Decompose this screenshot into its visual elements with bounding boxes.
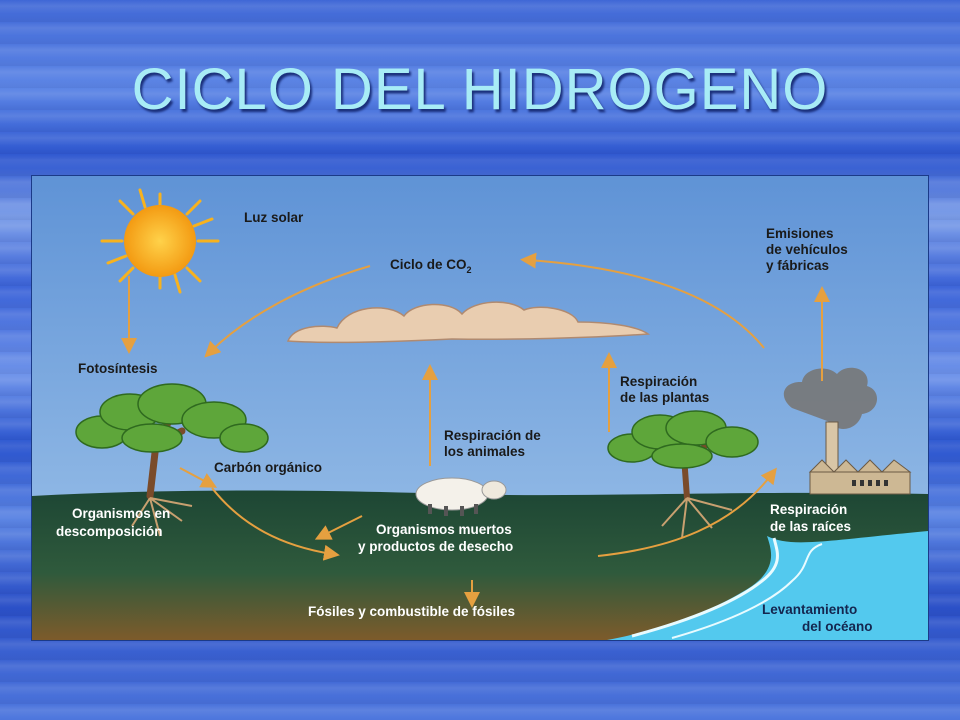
- factory-icon: [783, 367, 912, 495]
- label-co2-cycle-subscript: 2: [467, 265, 472, 275]
- label-sunlight: Luz solar: [244, 210, 304, 225]
- label-emissions-1: Emisiones: [766, 226, 834, 241]
- label-co2-cycle: Ciclo de CO2: [390, 257, 472, 275]
- river-foam-2: [671, 543, 823, 639]
- label-photosynthesis: Fotosíntesis: [78, 361, 158, 376]
- arrow-organic-carbon: [179, 467, 218, 488]
- label-root-respiration-1: Respiración: [770, 502, 847, 517]
- label-co2-cycle-text: Ciclo de CO: [390, 257, 467, 272]
- label-plant-respiration-2: de las plantas: [620, 390, 709, 405]
- label-root-respiration-2: de las raíces: [770, 519, 851, 534]
- label-animal-respiration-2: los animales: [444, 444, 525, 459]
- slide-title: CICLO DEL HIDROGENO: [131, 57, 829, 122]
- label-decomposition-2: descomposición: [56, 524, 163, 539]
- ocean: [607, 531, 928, 640]
- arrows: [121, 252, 830, 608]
- arrow-decomposition-to-dead: [211, 487, 340, 561]
- label-animal-respiration-1: Respiración de: [444, 428, 541, 443]
- cloud-icon: [286, 301, 651, 344]
- river-foam: [631, 537, 779, 638]
- label-ocean-2: del océano: [802, 619, 873, 634]
- label-ocean-1: Levantamiento: [762, 602, 857, 617]
- label-dead-organisms-2: y productos de desecho: [358, 539, 513, 554]
- tree-right-icon: [607, 410, 759, 539]
- arrow-co2-cycle-right: [520, 252, 765, 349]
- arrow-to-dead-organisms: [314, 515, 363, 540]
- label-emissions-3: y fábricas: [766, 258, 829, 273]
- sheep-icon: [415, 477, 507, 516]
- label-organic-carbon: Carbón orgánico: [214, 460, 322, 475]
- arrow-root-respiration: [597, 467, 777, 557]
- arrow-co2-cycle-left: [204, 265, 371, 358]
- label-plant-respiration-1: Respiración: [620, 374, 697, 389]
- hydrogen-cycle-diagram: Luz solar Ciclo de CO2 Emisiones de vehí…: [32, 176, 928, 640]
- sun-icon: [100, 188, 220, 294]
- label-decomposition-1: Organismos en: [72, 506, 170, 521]
- tree-left-icon: [75, 383, 269, 537]
- label-dead-organisms-1: Organismos muertos: [376, 522, 512, 537]
- label-fossils: Fósiles y combustible de fósiles: [308, 604, 515, 619]
- label-emissions-2: de vehículos: [766, 242, 848, 257]
